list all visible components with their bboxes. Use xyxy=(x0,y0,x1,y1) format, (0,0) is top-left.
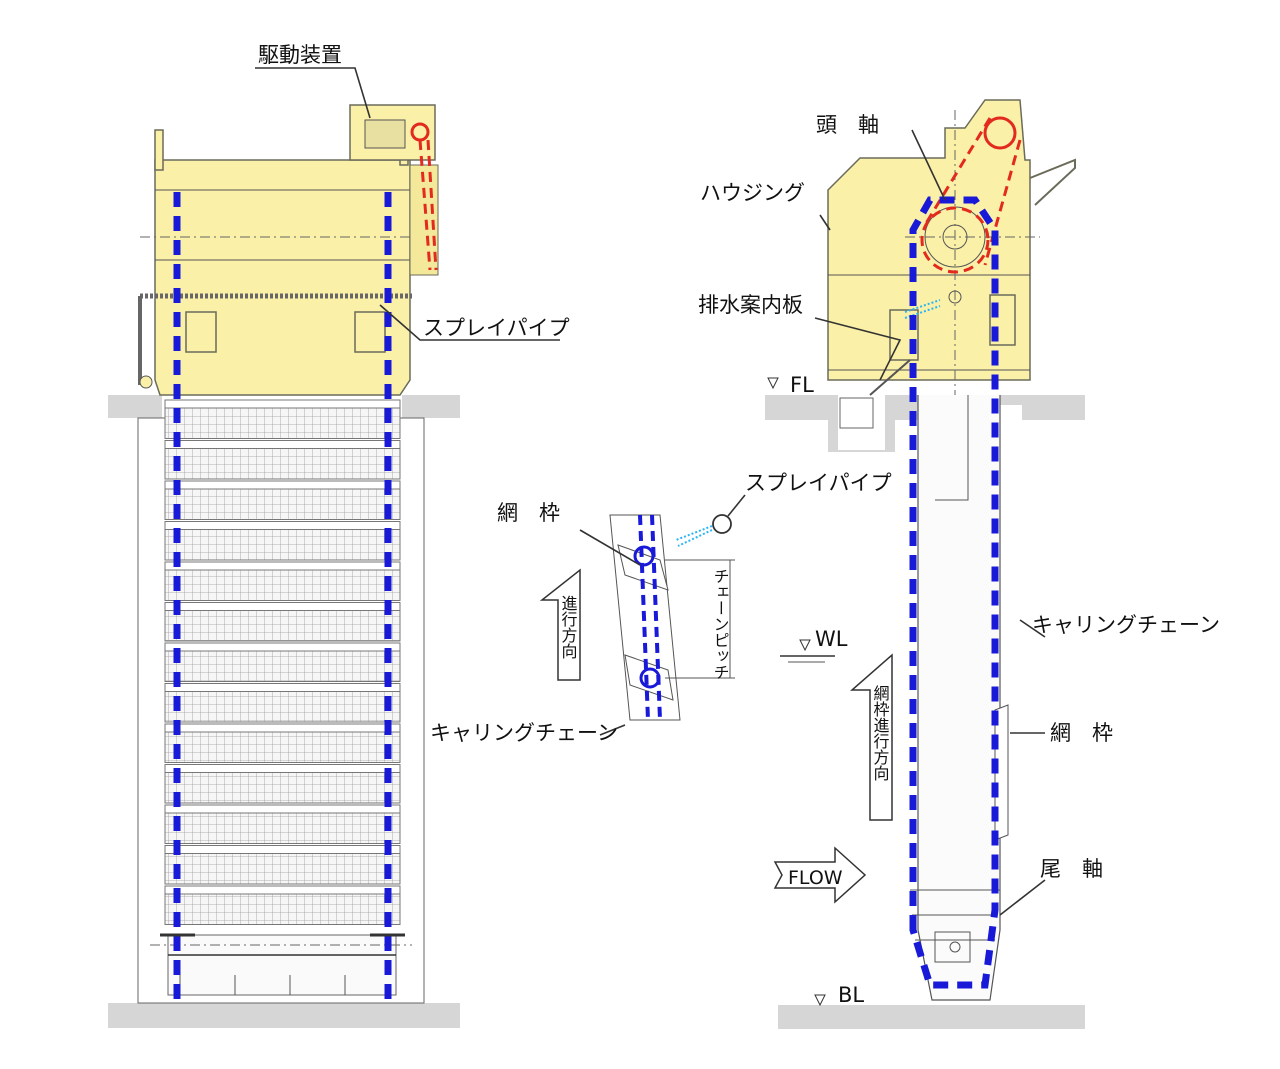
label-housing: ハウジング xyxy=(700,181,805,205)
panel-frame-bar xyxy=(164,521,401,530)
mesh-panel xyxy=(164,488,401,520)
mesh-panel xyxy=(164,569,401,601)
mesh-panel xyxy=(164,893,401,925)
panel-frame-bar xyxy=(164,723,401,733)
housing-front xyxy=(154,159,411,396)
label-carrying-chain-detail: キャリングチェーン xyxy=(430,721,618,745)
label-net-frame-detail: 網 枠 xyxy=(497,501,560,525)
tail-frame xyxy=(167,934,397,996)
mesh-panel xyxy=(164,610,401,642)
label-chain-pitch: チェーンピッチ xyxy=(711,568,730,680)
net-direction-arrow xyxy=(850,653,893,821)
label-bl: BL xyxy=(838,983,864,1007)
panel-frame-bar xyxy=(164,804,401,814)
label-flow: FLOW xyxy=(788,867,843,889)
label-head-shaft: 頭 軸 xyxy=(816,113,879,137)
label-drive-unit: 駆動装置 xyxy=(258,43,342,67)
mesh-panel xyxy=(164,731,401,763)
mesh-panel xyxy=(164,448,401,480)
panel-frame-bar xyxy=(164,480,401,490)
panel-frame-bar xyxy=(164,885,401,895)
label-drain-guide: 排水案内板 xyxy=(698,293,803,317)
label-tail-shaft: 尾 軸 xyxy=(1040,857,1103,881)
label-carrying-chain-right: キャリングチェーン xyxy=(1032,613,1220,637)
mesh-panel xyxy=(164,812,401,844)
flow-arrow xyxy=(773,846,867,904)
detail-view xyxy=(579,494,746,736)
panel-frame-bar xyxy=(164,399,401,409)
panel-frame-bar xyxy=(164,683,401,692)
label-fl: FL xyxy=(790,373,814,397)
screen-panels xyxy=(164,399,401,925)
label-net-direction: 網枠進行方向 xyxy=(871,685,890,781)
panel-frame-bar xyxy=(164,642,401,652)
housing-side xyxy=(827,99,1031,381)
panel-frame-bar xyxy=(164,764,401,773)
label-spray-pipe-left: スプレイパイプ xyxy=(423,316,570,340)
front-view xyxy=(108,104,460,1028)
mesh-panel xyxy=(164,772,401,804)
mesh-panel xyxy=(164,691,401,723)
label-net-frame-right: 網 枠 xyxy=(1050,721,1113,745)
direction-arrow-detail xyxy=(539,568,581,681)
label-spray-pipe-detail: スプレイパイプ xyxy=(745,471,892,495)
panel-frame-bar xyxy=(164,845,401,854)
label-direction-detail: 進行方向 xyxy=(559,595,578,659)
mesh-panel xyxy=(164,407,401,439)
mesh-panel xyxy=(164,529,401,561)
panel-frame-bar xyxy=(164,561,401,571)
bottom-floor xyxy=(778,1005,1085,1029)
panel-frame-bar xyxy=(164,602,401,611)
side-view xyxy=(765,99,1085,1029)
label-wl: WL xyxy=(815,627,848,651)
panel-frame-bar xyxy=(164,440,401,449)
mesh-panel xyxy=(164,650,401,682)
mesh-panel xyxy=(164,853,401,885)
